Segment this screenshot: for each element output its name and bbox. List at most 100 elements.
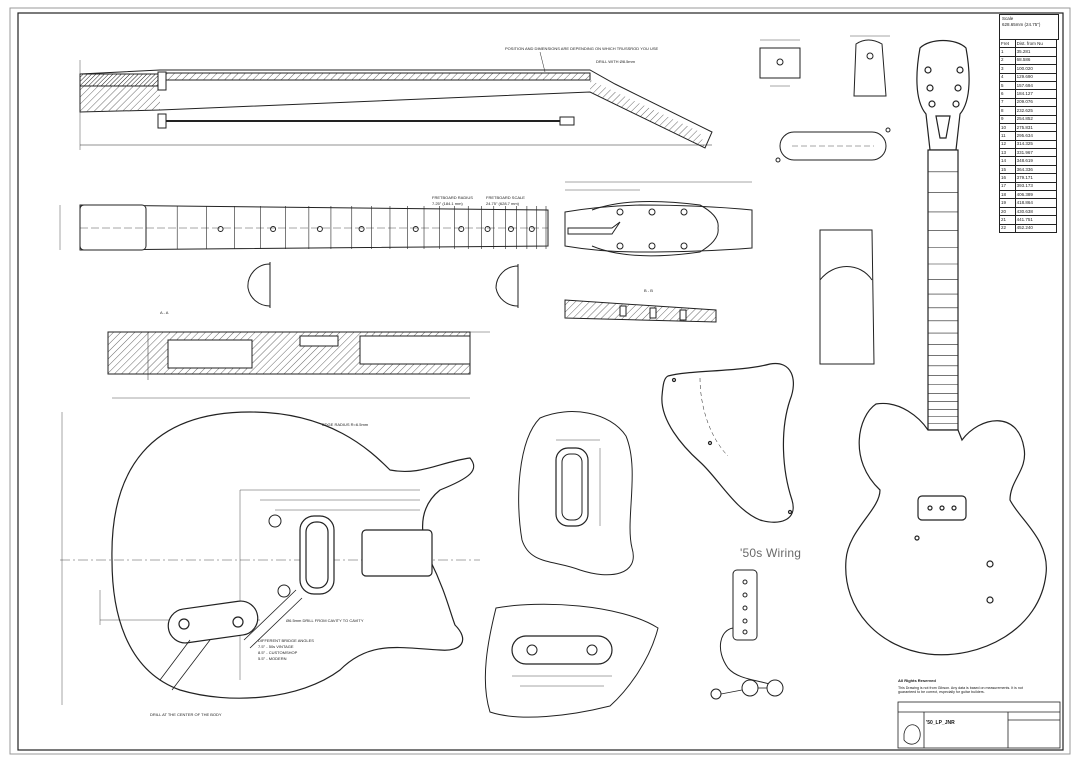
inlay-dots: [217, 226, 535, 232]
fret-distance: 275.831: [1014, 122, 1058, 133]
fret-distance: 430.638: [1014, 206, 1058, 217]
fret-distance: 331.967: [1014, 148, 1058, 158]
fret-profile-detail-right: [495, 264, 519, 308]
wiring-title: '50s Wiring: [740, 546, 802, 560]
fret-table-header: Scale 628.65mm (24.75"): [999, 14, 1059, 40]
edge-radius-label: EDGE RADIUS R=6.5mm: [322, 422, 369, 427]
wiring-diagram: [710, 569, 784, 700]
drawing-title: '50_LP_JNR: [926, 720, 955, 726]
fret-number: 13: [999, 148, 1016, 158]
inner-border: [17, 12, 1064, 751]
fret-number: 6: [999, 89, 1016, 99]
fretboard-scale-label: FRETBOARD SCALE: [486, 195, 525, 200]
drill-center-label: DRILL AT THE CENTER OF THE BODY: [150, 712, 222, 717]
bridge-tailpiece: [159, 600, 259, 691]
neck-pickup-cavity: [299, 515, 335, 595]
drill-note-top: DRILL WITH Ø8.5mm: [596, 59, 636, 64]
fret-number: 9: [999, 114, 1016, 124]
fret-distance: 157.694: [1014, 80, 1058, 91]
fret-distance: 232.625: [1014, 106, 1058, 116]
fret-number: 4: [999, 72, 1016, 82]
scale-value: 628.65mm (24.75"): [1002, 22, 1041, 27]
fret-distance: 68.586: [1014, 55, 1058, 66]
fret-number: 1: [999, 47, 1016, 57]
fret-distance: 364.336: [1014, 164, 1058, 175]
fret-number: 14: [999, 156, 1016, 166]
title-block: [897, 701, 1061, 749]
fret-number: 10: [999, 122, 1016, 133]
fret-number: 8: [999, 106, 1016, 116]
guitar-front-view: [845, 39, 1047, 656]
fretboard-scale-value: 24.75" (628.7 mm): [486, 201, 520, 206]
fretboard-top-view: [59, 204, 549, 251]
fret-distance: 254.852: [1014, 114, 1058, 124]
outer-border: [9, 7, 1071, 755]
fret-number: 5: [999, 80, 1016, 91]
inlay-dot: [270, 226, 277, 232]
fret-number: 19: [999, 198, 1016, 208]
bridge-template: [484, 603, 659, 718]
dist-col-header: Dist. from Nu: [1014, 38, 1058, 49]
fretboard-radius-value: 7.25" (184.1 mm): [432, 201, 463, 206]
fret-distance: 314.325: [1014, 139, 1058, 150]
bridge-angles-label: DIFFERENT BRIDGE ANGLES: [258, 638, 314, 643]
fret-number: 16: [999, 173, 1016, 183]
inlay-dot: [358, 226, 365, 232]
angle-1: 7.5° - 50s VINTAGE: [258, 644, 294, 649]
heel-detail: [819, 229, 875, 365]
fret-distance: 452.240: [1014, 223, 1058, 234]
inlay-dot: [217, 226, 224, 232]
angle-3: 5.5° - MODERN: [258, 656, 287, 661]
scale-label: Scale: [1002, 16, 1014, 21]
fret-col-header: Fret: [999, 38, 1016, 49]
truss-note: POSITION AND DIMENSIONS ARE DEPENDING ON…: [505, 46, 659, 51]
body-knob-holes: [243, 514, 303, 649]
fret-distance: 295.634: [1014, 131, 1058, 141]
rights-note: All Rights Reserved: [898, 678, 936, 683]
inlay-dot: [484, 226, 491, 232]
fret-distance: 441.751: [1014, 215, 1058, 225]
pickup-cover-detail: [775, 127, 891, 163]
inlay-dot: [528, 226, 535, 232]
fret-number: 7: [999, 97, 1016, 108]
fret-number: 20: [999, 206, 1016, 217]
fret-distance: 184.127: [1014, 89, 1058, 99]
fret-number: 12: [999, 139, 1016, 150]
fret-number: 18: [999, 190, 1016, 200]
fretboard-radius-label: FRETBOARD RADIUS: [432, 195, 473, 200]
fret-distance: 393.173: [1014, 181, 1058, 192]
fret-lines: [176, 206, 547, 249]
drill-cavity-label: Ø6.5mm DRILL FROM CAVITY TO CAVITY: [286, 618, 364, 623]
control-cavity-plan: [361, 529, 433, 577]
pickguard: [661, 362, 794, 523]
truss-cover-detail: [759, 39, 801, 87]
fret-profile-detail-left: [247, 262, 271, 308]
front-view-frets: [928, 171, 958, 431]
neck-side-view: [79, 51, 713, 150]
headstock-top-view: [564, 181, 753, 257]
fret-number: 11: [999, 131, 1016, 141]
fret-number: 2: [999, 55, 1016, 66]
fret-distance: 418.864: [1014, 198, 1058, 208]
fret-distance: 406.389: [1014, 190, 1058, 200]
inlay-dot: [458, 226, 465, 232]
disclaimer-note: This Drawing is not from Gibson. Any dat…: [898, 686, 1023, 695]
fret-distance: 100.020: [1014, 64, 1058, 74]
fret-number: 22: [999, 223, 1016, 234]
